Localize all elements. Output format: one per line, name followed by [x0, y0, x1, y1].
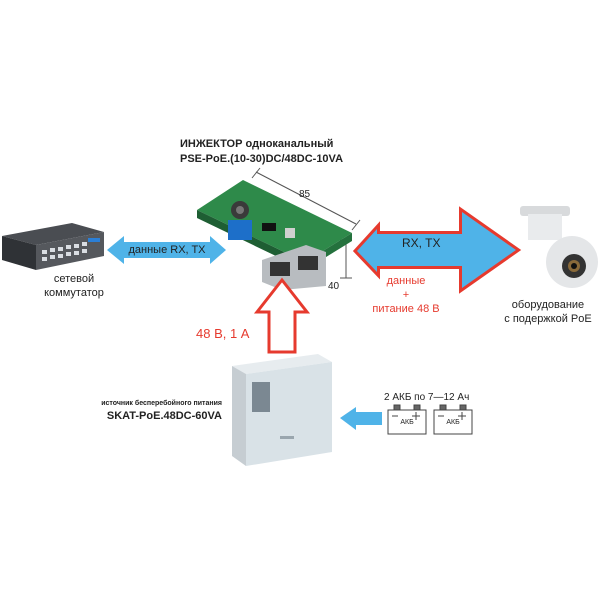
injector-title: ИНЖЕКТОР одноканальный PSE-PoE.(10-30)DC…: [180, 137, 343, 167]
injector-title-line1: ИНЖЕКТОР одноканальный: [180, 138, 334, 150]
annotation-line2: +: [402, 289, 410, 301]
ups-caption-line1: источник бесперебойного питания: [101, 400, 222, 407]
left-data-arrow: [107, 236, 226, 264]
right-arrow-label: RX, TX: [402, 236, 441, 250]
batteries-image: [387, 404, 473, 435]
dimension-length: 85: [299, 189, 311, 200]
network-switch-image: [2, 223, 104, 270]
camera-label-line1: оборудование: [511, 299, 585, 311]
battery-arrow: [340, 407, 382, 430]
annotation-line1: данные: [386, 275, 426, 287]
annotation-line3: питание 48 В: [372, 303, 440, 315]
injector-board-image: [197, 180, 352, 290]
left-arrow-label: данные RX, TX: [128, 244, 206, 256]
power-up-arrow: [253, 277, 311, 354]
switch-label-line1: сетевой: [53, 273, 95, 285]
ups-box-image: [232, 354, 332, 466]
battery-2-text: АКБ: [446, 419, 460, 426]
injector-title-line2: PSE-PoE.(10-30)DC/48DC-10VA: [180, 153, 344, 165]
ups-caption-line2: SKAT-PoE.48DC-60VA: [106, 410, 222, 422]
switch-label-line2: коммутатор: [44, 287, 104, 299]
battery-1-text: АКБ: [400, 419, 414, 426]
dimension-width: 40: [328, 281, 340, 292]
camera-label: оборудование с подержкой PoE: [498, 298, 598, 326]
camera-label-line2: с подержкой PoE: [504, 313, 592, 325]
batteries-label: 2 АКБ по 7—12 Ач: [384, 392, 470, 403]
data-power-annotation: данные + питание 48 В: [366, 274, 446, 316]
poe-camera-image: [520, 206, 598, 288]
ups-caption: источник бесперебойного питания SKAT-PoE…: [72, 398, 222, 423]
power-label: 48 В, 1 А: [196, 326, 250, 341]
switch-label: сетевой коммутатор: [40, 272, 108, 300]
